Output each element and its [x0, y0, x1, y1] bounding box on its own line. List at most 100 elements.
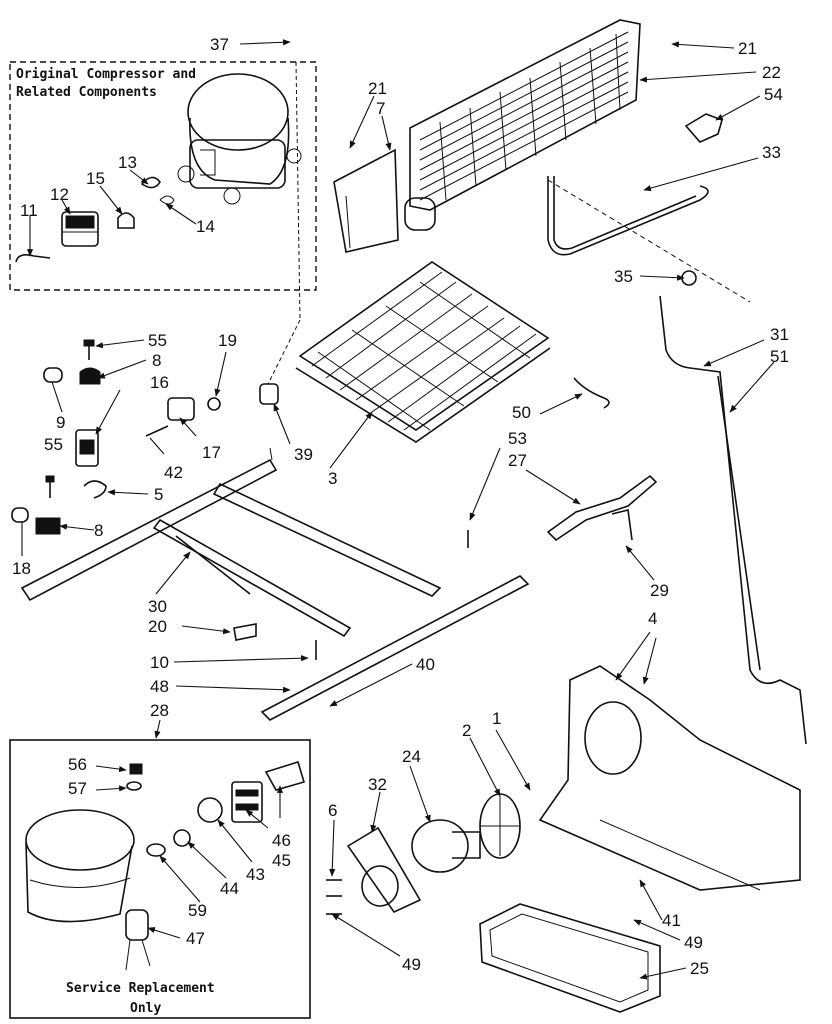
callout-12: 12	[50, 185, 69, 204]
callout-40: 40	[416, 655, 435, 674]
callout-17: 17	[202, 443, 221, 462]
clip-46	[264, 760, 305, 791]
leader-lines	[21, 39, 775, 980]
callout-15: 15	[86, 169, 105, 188]
callout-35: 35	[614, 267, 633, 286]
cap-54	[684, 113, 723, 143]
original-compressor	[177, 73, 302, 205]
callout-8-top: 8	[152, 351, 161, 370]
callout-49-right: 49	[684, 933, 703, 952]
callout-43: 43	[246, 865, 265, 884]
rail-48	[260, 575, 530, 721]
nut-56	[129, 763, 143, 775]
original-box-title-line2: Related Components	[16, 85, 157, 100]
bracket-20	[233, 623, 257, 641]
fan-blade-2	[479, 793, 521, 859]
callout-4: 4	[648, 609, 657, 628]
callout-32: 32	[368, 775, 387, 794]
callout-48: 48	[150, 677, 169, 696]
relay-45	[231, 781, 263, 823]
callout-45: 45	[272, 851, 291, 870]
drier-tube-33	[547, 176, 751, 303]
callout-53: 53	[508, 429, 527, 448]
callout-55-top: 55	[148, 331, 167, 350]
capacitor-17	[167, 397, 195, 421]
callout-56: 56	[68, 755, 87, 774]
callout-22: 22	[762, 63, 781, 82]
callout-13: 13	[118, 153, 137, 172]
spring-clip-14	[159, 195, 175, 205]
clip-50	[573, 377, 610, 409]
callout-27: 27	[508, 451, 527, 470]
cap-18	[11, 507, 29, 523]
callout-19: 19	[218, 331, 237, 350]
callout-46: 46	[272, 831, 291, 850]
rail-frame-30	[20, 447, 442, 638]
callout-10: 10	[150, 653, 169, 672]
callout-numbers: 37 21 22 54 21 7 33 35 13 15 12 11 14 55…	[12, 35, 789, 978]
ring-59	[146, 843, 166, 857]
drier-27	[546, 474, 658, 542]
service-replacement-box: Service Replacement Only	[9, 739, 311, 1019]
callout-42: 42	[164, 463, 183, 482]
callout-9: 9	[56, 413, 65, 432]
overload-15	[117, 212, 135, 229]
callout-18: 18	[12, 559, 31, 578]
original-components-box: Original Compressor and Related Componen…	[9, 61, 317, 291]
grommet-35	[681, 270, 697, 286]
service-compressor	[25, 809, 135, 923]
screw-42	[145, 425, 169, 437]
tube-31	[659, 295, 807, 745]
callout-24: 24	[402, 747, 421, 766]
callout-8-bottom: 8	[94, 521, 103, 540]
callout-47: 47	[186, 929, 205, 948]
original-box-title-line1: Original Compressor and	[16, 67, 196, 82]
wire-clip-11	[15, 254, 51, 263]
washer-57	[126, 781, 142, 791]
callout-20: 20	[148, 617, 167, 636]
condenser-22	[404, 19, 641, 231]
callout-28: 28	[150, 701, 169, 720]
clip-5	[83, 480, 107, 499]
terminal-16	[75, 429, 99, 467]
callout-37: 37	[210, 35, 229, 54]
callout-7: 7	[376, 99, 385, 118]
callout-3: 3	[328, 469, 337, 488]
callout-21-left: 21	[368, 79, 387, 98]
tray-25	[479, 903, 661, 1013]
callout-57: 57	[68, 779, 87, 798]
screw-55a	[83, 339, 95, 360]
callout-1: 1	[492, 709, 501, 728]
service-box-title-line1: Service Replacement	[66, 981, 215, 996]
callout-5: 5	[154, 485, 163, 504]
callout-49-left: 49	[402, 955, 421, 974]
nut-19	[207, 397, 221, 411]
callout-25: 25	[690, 959, 709, 978]
screw-55b	[45, 475, 55, 498]
screws-6	[326, 879, 342, 915]
capacitor-47	[125, 909, 151, 971]
grommet-39	[259, 383, 279, 405]
callout-14: 14	[196, 217, 215, 236]
callout-2: 2	[462, 721, 471, 740]
callout-44: 44	[220, 879, 239, 898]
callout-11: 11	[20, 201, 38, 220]
callout-54: 54	[764, 85, 783, 104]
callout-50: 50	[512, 403, 531, 422]
callout-33: 33	[762, 143, 781, 162]
clamp-8a	[79, 367, 101, 385]
cap-9	[43, 367, 63, 383]
ring-44	[173, 829, 191, 847]
evaporator-3	[295, 261, 551, 443]
callout-29: 29	[650, 581, 669, 600]
overload-43	[197, 797, 223, 823]
clip-13	[140, 176, 161, 189]
service-box-title-line2: Only	[130, 1001, 161, 1016]
callout-30: 30	[148, 597, 167, 616]
callout-41: 41	[662, 911, 681, 930]
callout-6: 6	[328, 801, 337, 820]
callout-31: 31	[770, 325, 789, 344]
callout-51: 51	[770, 347, 789, 366]
callout-21-top: 21	[738, 39, 757, 58]
